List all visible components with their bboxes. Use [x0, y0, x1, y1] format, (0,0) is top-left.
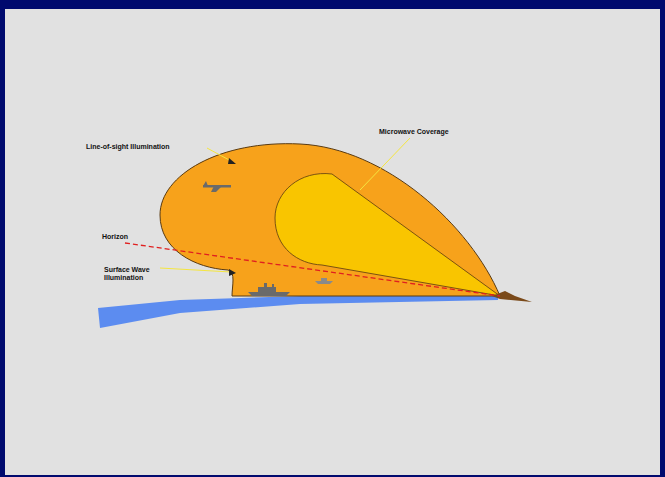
sea-band	[98, 295, 498, 328]
horizon-line	[125, 243, 500, 296]
land-tip	[492, 291, 532, 302]
leader-arrow	[229, 269, 236, 276]
callout-label: Surface Wave Illumination	[104, 266, 156, 282]
small-vessel-icon	[315, 278, 333, 284]
callout-label: Line-of-sight Illumination	[86, 143, 170, 151]
leader-arrow	[228, 158, 236, 164]
leader-line	[360, 138, 410, 190]
callout-label: Horizon	[102, 233, 128, 241]
ship-icon	[248, 283, 290, 296]
line-of-sight-region	[160, 144, 500, 296]
leader-line	[160, 268, 231, 272]
aircraft-icon	[203, 181, 231, 192]
callout-label: Microwave Coverage	[379, 128, 449, 136]
microwave-region	[275, 174, 500, 296]
leader-line	[207, 148, 231, 161]
